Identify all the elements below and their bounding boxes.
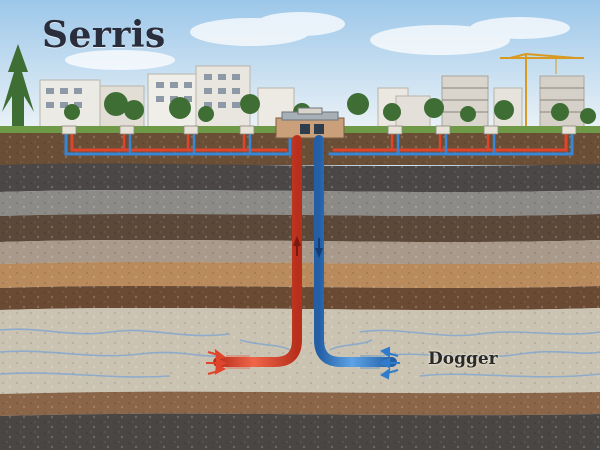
production-well-pipe: [213, 135, 302, 367]
substation-boxes: [61, 125, 577, 135]
red-inflow-arrows-icon: [206, 348, 250, 375]
residential-buildings-left: [39, 65, 295, 129]
aquifer-water-veins: [0, 328, 600, 378]
injection-well-pipe: [314, 135, 397, 367]
clouds: [65, 12, 570, 70]
trees: [2, 44, 596, 130]
upward-flow-arrow-icon: [293, 236, 301, 256]
blue-inflow-arrows-icon: [360, 346, 400, 380]
location-title: Serris: [42, 14, 166, 56]
aquifer-label: Dogger: [428, 349, 498, 369]
downward-flow-arrow-icon: [315, 238, 323, 258]
geothermal-plant: [275, 107, 345, 139]
construction-crane: [500, 53, 584, 128]
heat-network-pipes: [64, 132, 574, 156]
